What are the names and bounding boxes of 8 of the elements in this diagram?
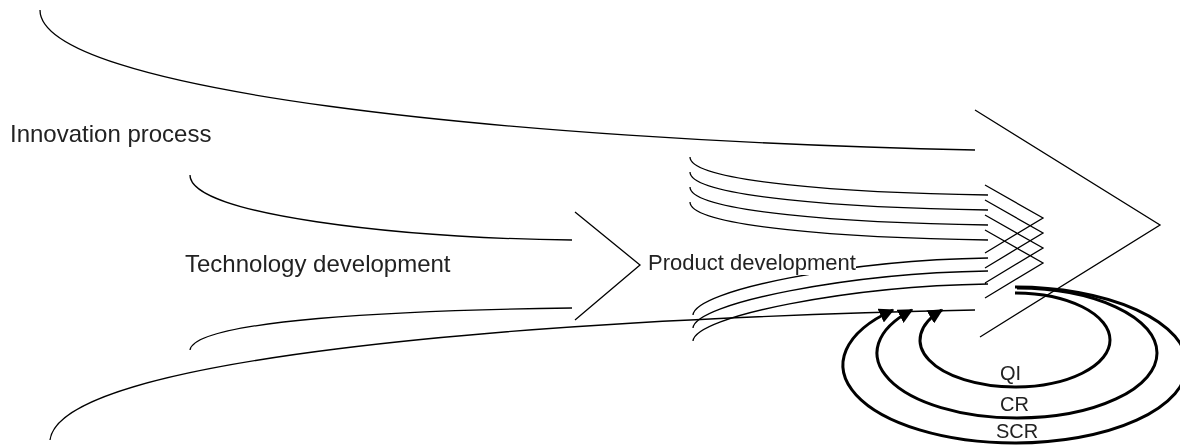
loop-label: CR	[1000, 393, 1029, 416]
feedback-loop-arrow	[875, 308, 1018, 420]
feedback-loop-arrow	[918, 308, 1016, 389]
stage-label: Innovation process	[10, 120, 212, 148]
feedback-loop-arrow	[841, 308, 1016, 445]
stage-label: Technology development	[185, 250, 451, 278]
loop-label: QI	[1000, 362, 1022, 385]
loop-label: SCR	[996, 420, 1039, 443]
